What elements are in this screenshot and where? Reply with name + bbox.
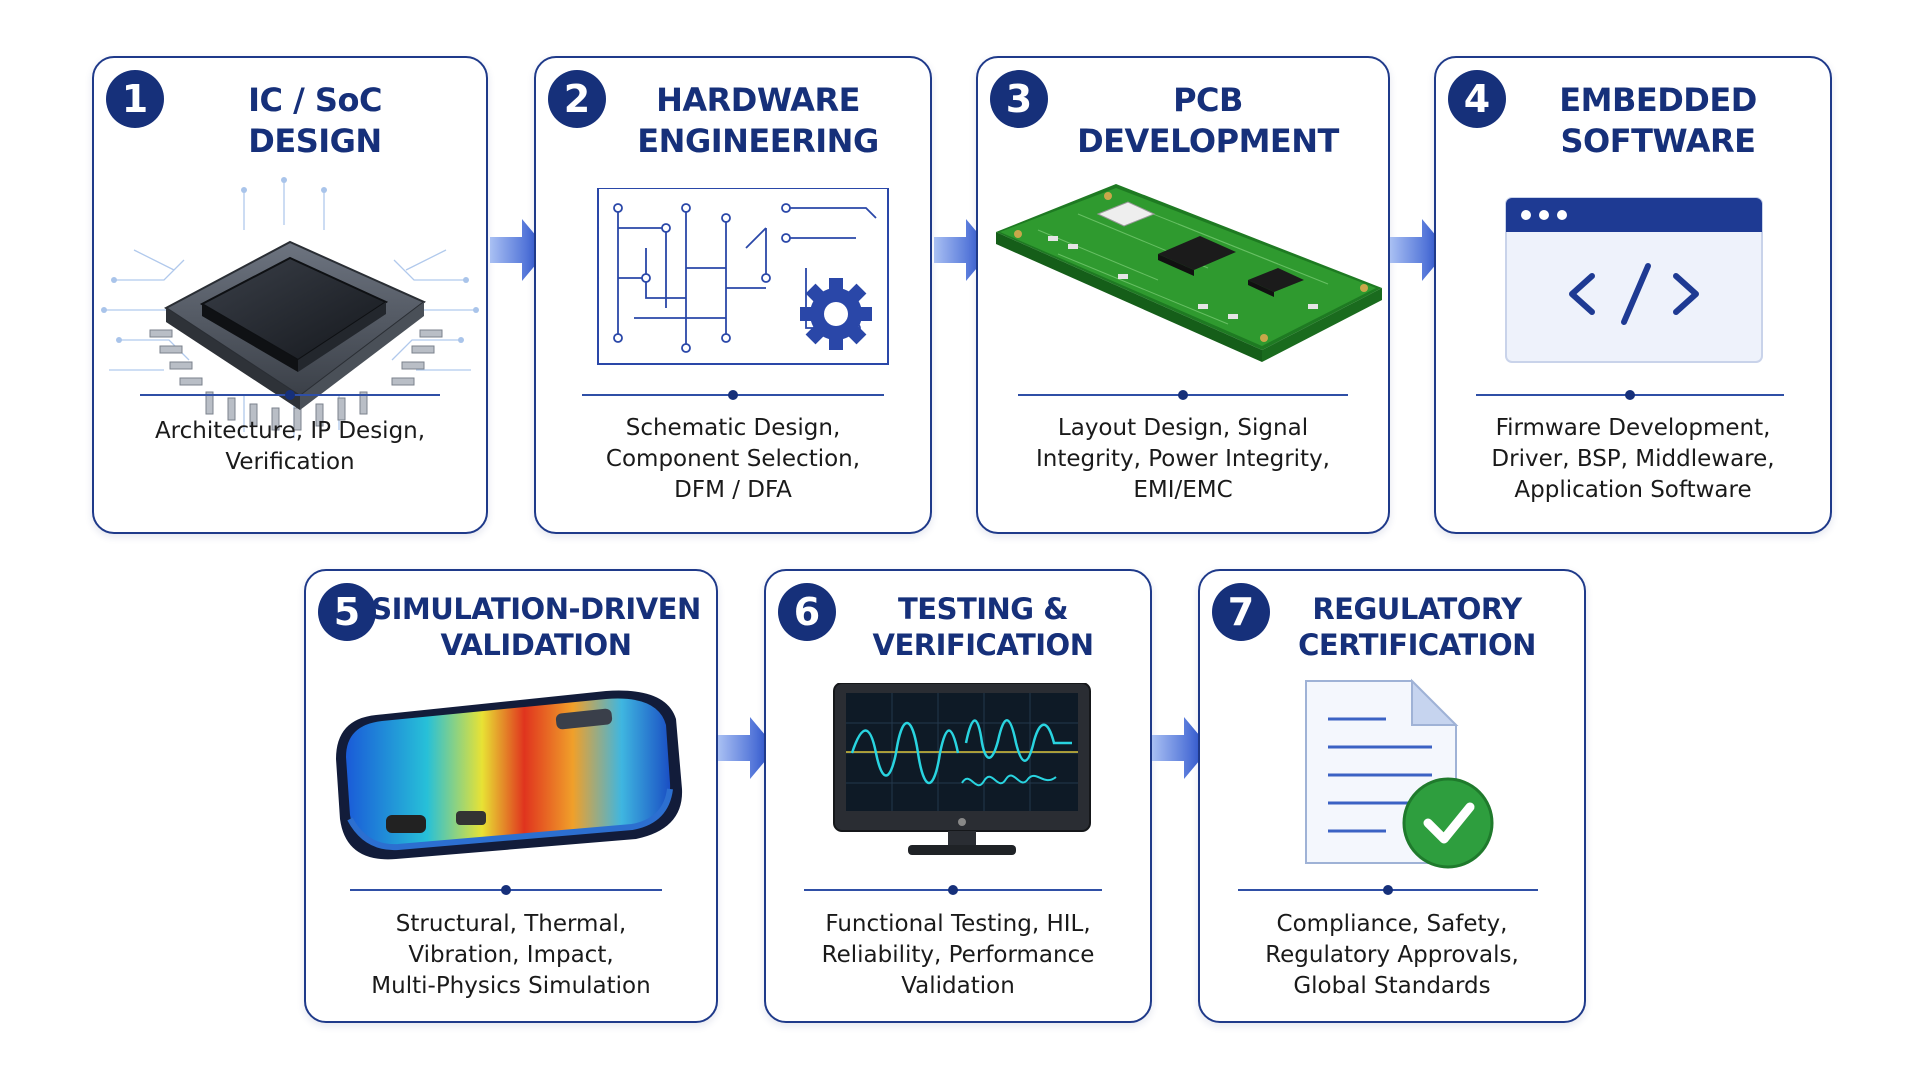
step-description: Firmware Development, Driver, BSP, Middl…	[1491, 415, 1775, 503]
step-card-6: 6 TESTING & VERIFICATION Functional Test…	[764, 569, 1152, 1023]
step-number-badge: 5	[318, 583, 376, 641]
step-title: SIMULATION-DRIVEN VALIDATION	[371, 592, 701, 662]
step-number-badge: 1	[106, 70, 164, 128]
section-divider	[1018, 390, 1348, 400]
certified-document-icon	[1200, 677, 1584, 877]
schematic-gear-icon	[536, 187, 930, 368]
step-card-5: 5 SIMULATION-DRIVEN VALIDATION	[304, 569, 718, 1023]
step-number-badge: 4	[1448, 70, 1506, 128]
step-card-1: 1 IC / SoC DESIGN	[92, 56, 488, 534]
step-title: HARDWARE ENGINEERING	[637, 81, 879, 160]
step-card-4: 4 EMBEDDED SOFTWARE Firmware Development…	[1434, 56, 1832, 534]
step-card-2: 2 HARDWARE ENGINEERING	[534, 56, 932, 534]
step-number-badge: 2	[548, 70, 606, 128]
step-number-badge: 3	[990, 70, 1048, 128]
step-title: PCB DEVELOPMENT	[1077, 81, 1339, 160]
step-description: Schematic Design, Component Selection, D…	[605, 415, 861, 503]
step-title: EMBEDDED SOFTWARE	[1559, 81, 1757, 160]
step-card-3: 3 PCB DEVELOPMENT	[976, 56, 1390, 534]
step-number-badge: 6	[778, 583, 836, 641]
step-description: Structural, Thermal, Vibration, Impact, …	[371, 911, 651, 999]
step-number-badge: 7	[1212, 583, 1270, 641]
arrow-right-icon	[718, 717, 776, 779]
arrow-right-icon	[490, 219, 548, 281]
oscilloscope-monitor-icon	[766, 682, 1150, 863]
step-description: Layout Design, Signal Integrity, Power I…	[1036, 415, 1330, 503]
section-divider	[1238, 885, 1538, 895]
step-description: Compliance, Safety, Regulatory Approvals…	[1265, 911, 1519, 999]
step-title: REGULATORY CERTIFICATION	[1298, 592, 1536, 662]
microchip-icon	[94, 170, 486, 442]
code-window-icon	[1436, 194, 1830, 364]
step-title: IC / SoC DESIGN	[248, 81, 382, 160]
thermal-simulation-device-icon	[306, 679, 716, 869]
step-card-7: 7 REGULATORY CERTIFICATION Compliance, S…	[1198, 569, 1586, 1023]
arrow-right-icon	[1152, 717, 1210, 779]
step-description: Architecture, IP Design, Verification	[154, 418, 426, 475]
section-divider	[140, 390, 440, 400]
arrow-right-icon	[1390, 219, 1448, 281]
step-description: Functional Testing, HIL, Reliability, Pe…	[821, 911, 1095, 999]
step-title: TESTING & VERIFICATION	[872, 592, 1094, 662]
circuit-board-icon	[978, 184, 1388, 384]
section-divider	[1476, 390, 1784, 400]
section-divider	[350, 885, 662, 895]
section-divider	[804, 885, 1102, 895]
section-divider	[582, 390, 884, 400]
